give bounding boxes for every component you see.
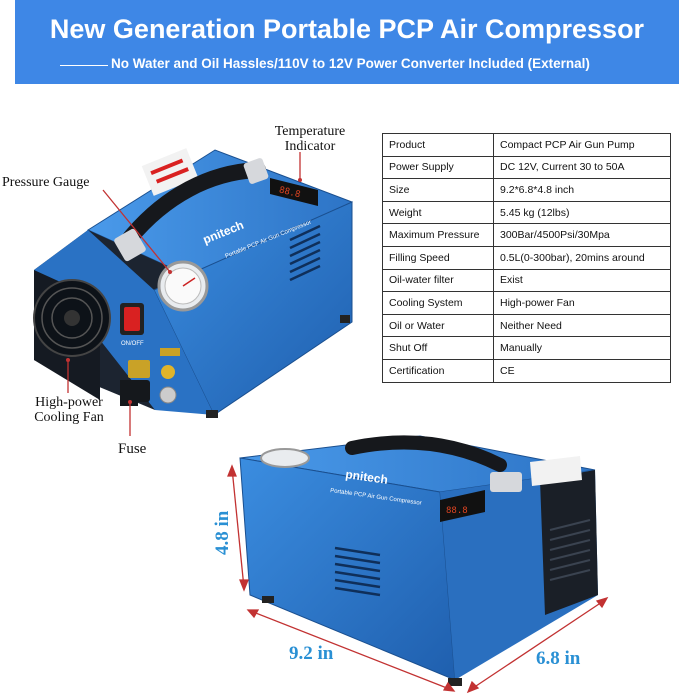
spec-key: Oil or Water (382, 313, 494, 338)
svg-text:88.8: 88.8 (446, 506, 468, 516)
width-dimension: 9.2 in (289, 643, 334, 664)
svg-text:ON/OFF: ON/OFF (121, 341, 144, 347)
svg-text:pnitech: pnitech (345, 467, 389, 487)
fuse-callout: Fuse (118, 441, 147, 457)
spec-value: DC 12V, Current 30 to 50A (493, 155, 671, 180)
spec-key: Oil-water filter (382, 268, 494, 293)
subtitle-rule (60, 65, 108, 66)
spec-value: 5.45 kg (12lbs) (493, 200, 671, 225)
pressure-gauge-callout: Pressure Gauge (2, 175, 90, 190)
spec-value: Exist (493, 268, 671, 293)
spec-value: High-power Fan (493, 291, 671, 315)
page-title: New Generation Portable PCP Air Compress… (49, 14, 645, 44)
page-subtitle: No Water and Oil Hassles/110V to 12V Pow… (111, 56, 590, 71)
spec-key: Shut Off (382, 336, 494, 360)
cooling-fan-callout-line1: High-power (35, 395, 103, 410)
temperature-callout-line1: Temperature (274, 124, 346, 139)
temperature-indicator-callout: Temperature Indicator (262, 124, 358, 154)
compressor-angled-view: 88.8 pnitech Portable PCP Air Gun Compre… (33, 148, 354, 418)
spec-value: Neither Need (493, 313, 671, 338)
spec-key: Weight (382, 200, 494, 225)
spec-value: 0.5L(0-300bar), 20mins around (493, 245, 671, 270)
spec-key: Size (382, 178, 494, 202)
spec-value: CE (493, 358, 671, 383)
cooling-fan-callout-line2: Cooling Fan (34, 410, 104, 425)
spec-key: Maximum Pressure (382, 223, 494, 247)
spec-value: Compact PCP Air Gun Pump (493, 133, 671, 157)
height-dimension: 4.8 in (212, 510, 233, 555)
spec-value: 300Bar/4500Psi/30Mpa (493, 223, 671, 247)
spec-value: 9.2*6.8*4.8 inch (493, 178, 671, 202)
temperature-callout-line2: Indicator (284, 139, 336, 154)
spec-key: Product (382, 133, 494, 157)
compressor-front-view: 88.8 pnitech Portable PCP Air Gun Compre… (239, 435, 598, 686)
fuse-holder-icon (120, 380, 138, 406)
title-banner: New Generation Portable PCP Air Compress… (15, 0, 679, 84)
cooling-fan-callout: High-power Cooling Fan (26, 395, 112, 425)
depth-dimension: 6.8 in (536, 648, 581, 669)
spec-value: Manually (493, 336, 671, 360)
spec-key: Certification (382, 358, 494, 383)
spec-key: Cooling System (382, 291, 494, 315)
spec-key: Power Supply (382, 155, 494, 180)
power-switch-icon (124, 307, 140, 331)
spec-key: Filling Speed (382, 245, 494, 270)
